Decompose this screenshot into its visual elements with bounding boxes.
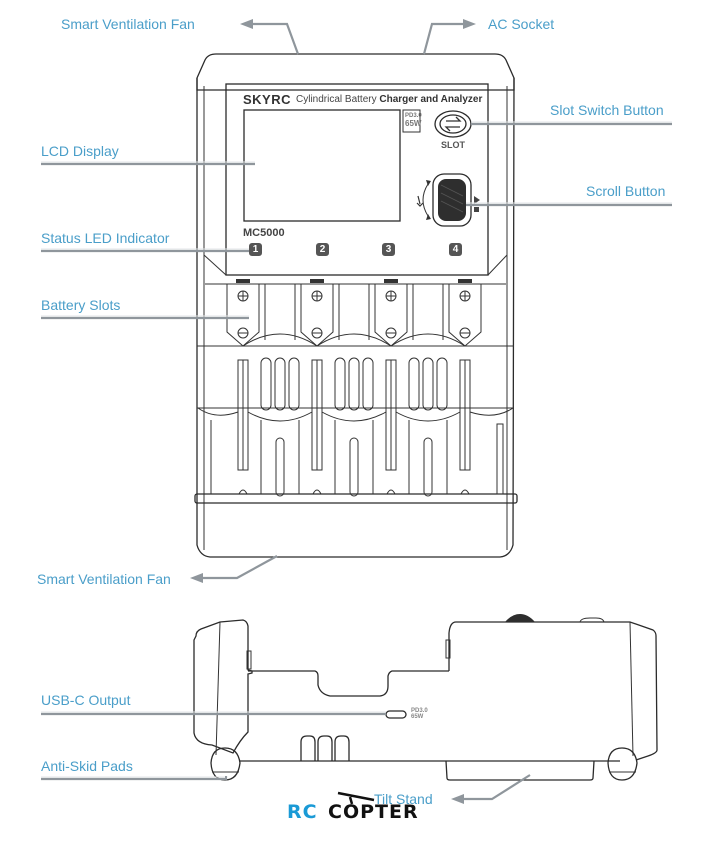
vent-rib bbox=[288, 357, 300, 411]
device-subtitle: Cylindrical Battery Charger and Analyzer bbox=[296, 94, 482, 105]
status-led-3: 3 bbox=[382, 243, 395, 256]
cradle-slot bbox=[275, 437, 285, 497]
label-scroll-button: Scroll Button bbox=[586, 183, 666, 199]
arrow-left-icon bbox=[190, 573, 203, 583]
label-anti-skid-pads: Anti-Skid Pads bbox=[41, 758, 133, 774]
battery-slot-2 bbox=[300, 279, 392, 347]
vent-rib bbox=[348, 357, 360, 411]
label-slot-switch-button: Slot Switch Button bbox=[550, 102, 664, 118]
scroll-wheel-frame bbox=[432, 173, 472, 227]
label-status-led-indicator: Status LED Indicator bbox=[41, 230, 170, 246]
slot-button-label: SLOT bbox=[441, 140, 465, 150]
pd-badge-line1: PD3.0 bbox=[405, 113, 422, 119]
label-lcd-display: LCD Display bbox=[41, 143, 119, 159]
vent-rib bbox=[334, 357, 346, 411]
subtitle-bold: Charger and Analyzer bbox=[379, 94, 483, 105]
usbc-label-line2: 65W bbox=[411, 714, 424, 720]
label-bottom-ventilation-fan: Smart Ventilation Fan bbox=[37, 571, 171, 587]
vent-rib bbox=[274, 357, 286, 411]
front-panel bbox=[225, 83, 489, 276]
contact-clip bbox=[384, 279, 398, 283]
top-cap bbox=[196, 53, 515, 91]
status-led-4: 4 bbox=[449, 243, 462, 256]
arrow-right-icon bbox=[463, 19, 476, 29]
slot-contact bbox=[460, 489, 470, 495]
stop-icon bbox=[474, 207, 479, 212]
label-battery-slots: Battery Slots bbox=[41, 297, 121, 313]
subtitle-light: Cylindrical Battery bbox=[296, 94, 380, 105]
battery-slot-1 bbox=[226, 279, 318, 347]
battery-slot-4 bbox=[448, 279, 482, 347]
scroll-arc-icon bbox=[422, 183, 429, 217]
label-ac-socket: AC Socket bbox=[488, 16, 555, 32]
contact-clip bbox=[310, 279, 324, 283]
slot-contact bbox=[386, 489, 396, 495]
usbc-port bbox=[385, 710, 407, 719]
arrow-left-icon bbox=[451, 794, 464, 804]
left-foot bbox=[210, 747, 241, 781]
status-led-1: 1 bbox=[249, 243, 262, 256]
status-led-2: 2 bbox=[316, 243, 329, 256]
tilt-stand bbox=[445, 760, 595, 781]
brand-logo: SKYRC bbox=[243, 92, 292, 107]
scroll-wheel bbox=[438, 179, 466, 221]
leader-lines bbox=[41, 19, 672, 804]
vent-rib bbox=[408, 357, 420, 411]
battery-slot-3 bbox=[374, 279, 466, 347]
right-foot bbox=[607, 747, 638, 781]
slot-contact bbox=[312, 489, 322, 495]
slot-contact bbox=[238, 489, 248, 495]
contact-clip bbox=[458, 279, 472, 283]
usbc-label-line1: PD3.0 bbox=[411, 708, 428, 714]
label-usbc-output: USB-C Output bbox=[41, 692, 131, 708]
pd-badge-frame bbox=[402, 109, 421, 133]
vent-rib bbox=[362, 357, 374, 411]
model-label: MC5000 bbox=[243, 227, 285, 239]
play-icon bbox=[474, 196, 480, 204]
label-top-ventilation-fan: Smart Ventilation Fan bbox=[61, 16, 195, 32]
watermark-copter: COPTER bbox=[328, 801, 419, 823]
press-icon bbox=[416, 195, 424, 207]
pd-badge-line2: 65W bbox=[405, 119, 422, 128]
lcd-screen bbox=[243, 109, 401, 222]
cradle-slot bbox=[349, 437, 359, 497]
battery-slots bbox=[194, 279, 518, 504]
device-body bbox=[196, 77, 515, 558]
vent-rib bbox=[436, 357, 448, 411]
helicopter-rotor-icon bbox=[337, 791, 375, 805]
vent-rib bbox=[260, 357, 272, 411]
front-view bbox=[194, 53, 518, 558]
watermark-rc: RC bbox=[287, 801, 318, 823]
label-tilt-stand: Tilt Stand bbox=[374, 791, 433, 807]
side-view bbox=[193, 614, 658, 781]
contact-clip bbox=[236, 279, 250, 283]
swap-arrows-icon bbox=[444, 116, 462, 132]
cradle-slot bbox=[423, 437, 433, 497]
arrow-left-icon bbox=[240, 19, 253, 29]
vent-rib bbox=[422, 357, 434, 411]
